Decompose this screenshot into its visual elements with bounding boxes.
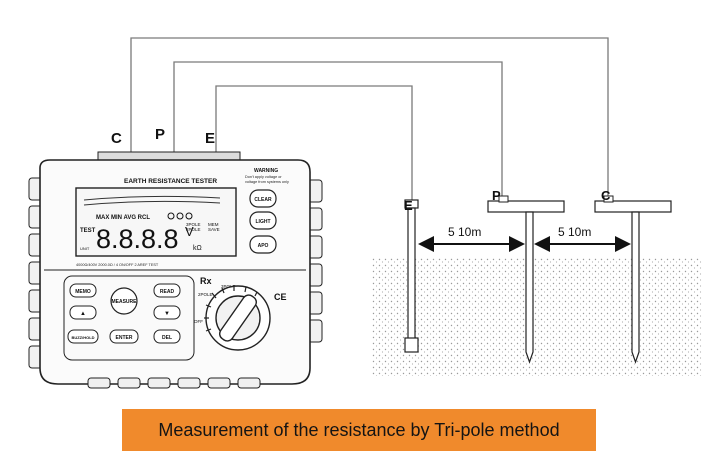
electrode-c: C: [594, 188, 672, 364]
ce-mark: CE: [274, 292, 287, 302]
lcd-ohm-unit: kΩ: [193, 245, 202, 252]
earth-resistance-tester: EARTH RESISTANCE TESTER WARNING Don't ap…: [28, 151, 323, 389]
lcd-volt-unit: V: [185, 224, 194, 239]
lead-wires: [130, 37, 609, 200]
terminal-p-label: P: [155, 126, 165, 143]
svg-text:CLEAR: CLEAR: [254, 197, 272, 203]
caption-banner: Measurement of the resistance by Tri-pol…: [122, 409, 596, 451]
dial-label-off: OFF: [194, 319, 203, 324]
tester-name: EARTH RESISTANCE TESTER: [124, 178, 217, 185]
electrode-c-label: C: [601, 188, 611, 203]
distance-p-c: 5 10m: [534, 225, 631, 252]
memo-button[interactable]: MEMO: [69, 283, 97, 298]
buzz-hold-button[interactable]: BUZZ/HOLD: [67, 329, 99, 344]
ground-soil: [372, 258, 702, 376]
measure-button[interactable]: MEASURE: [110, 287, 138, 315]
lcd-test: TEST: [80, 228, 96, 234]
del-button[interactable]: DEL: [153, 329, 181, 344]
distance-p-c-label: 5 10m: [558, 225, 591, 239]
lcd-save: SAVE: [208, 227, 220, 232]
svg-text:MEMO: MEMO: [75, 289, 91, 295]
wire-e: [215, 85, 413, 200]
lcd-display: [75, 187, 237, 257]
svg-text:BUZZ/HOLD: BUZZ/HOLD: [71, 335, 94, 340]
terminal-e-label: E: [205, 130, 215, 147]
electrode-e: E: [404, 198, 419, 353]
side-button-light[interactable]: LIGHT: [249, 211, 277, 230]
wire-c: [130, 37, 609, 196]
enter-button[interactable]: ENTER: [109, 329, 139, 344]
dial-label-3pole: 3POLE: [221, 284, 236, 289]
distance-e-p-label: 5 10m: [448, 225, 481, 239]
wire-p: [173, 61, 503, 196]
svg-text:DEL: DEL: [162, 335, 172, 341]
analog-scale: [83, 195, 221, 206]
spec-line: 4000Ω/400V 2000.0Ω / 4 ON/OFF 2 AREF TES…: [76, 263, 159, 267]
dial-label-rx: Rx: [200, 276, 212, 286]
lcd-3pole: 3POLE: [186, 222, 201, 227]
svg-text:▲: ▲: [80, 311, 86, 317]
dial-label-2pole: 2POLE: [198, 292, 213, 297]
down-button[interactable]: ▼: [153, 305, 181, 320]
caption-text: Measurement of the resistance by Tri-pol…: [158, 419, 560, 440]
lcd-2pole: 2POLE: [186, 227, 201, 232]
lcd-status: MAX MIN AVG RCL: [96, 215, 150, 221]
read-button[interactable]: READ: [153, 283, 181, 298]
warning-text-1: Don't apply voltage or: [245, 175, 282, 179]
electrode-e-label: E: [404, 198, 413, 213]
electrode-e-plate: [404, 337, 419, 353]
svg-text:MEASURE: MEASURE: [111, 299, 137, 305]
up-button[interactable]: ▲: [69, 305, 97, 320]
svg-text:▼: ▼: [164, 311, 170, 317]
side-button-apo[interactable]: APO: [249, 235, 277, 254]
svg-text:ENTER: ENTER: [116, 335, 133, 341]
electrode-p: P: [487, 188, 565, 364]
lcd-unit-label: UNIT: [80, 246, 90, 251]
electrode-p-label: P: [492, 188, 501, 203]
warning-text-2: voltage from systems only: [245, 180, 289, 184]
warning-title: WARNING: [254, 168, 278, 174]
svg-text:APO: APO: [258, 243, 269, 249]
lcd-reading: 8.8.8.8: [96, 224, 179, 254]
distance-e-p: 5 10m: [418, 225, 525, 252]
lcd-mem: MEM: [208, 222, 219, 227]
svg-text:READ: READ: [160, 289, 175, 295]
rotary-dial[interactable]: [204, 285, 271, 351]
svg-text:LIGHT: LIGHT: [256, 219, 271, 225]
terminal-c-label: C: [111, 130, 122, 147]
side-button-clear[interactable]: CLEAR: [249, 189, 277, 208]
